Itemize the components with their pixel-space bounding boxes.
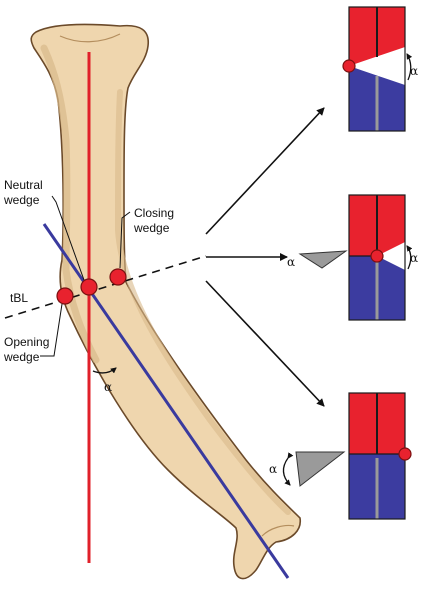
tibial-shaft-axis-blue-line — [42, 223, 290, 579]
closing-panel-hinge-marker — [342, 59, 356, 73]
neutral-panel-wedge-alpha-label: α — [287, 255, 295, 269]
closing-wedge-label-line2: wedge — [133, 221, 170, 235]
opening-wedge-label-line1: Opening — [4, 335, 49, 349]
closing-panel-alpha-label: α — [410, 64, 418, 78]
bone-shading-right — [114, 89, 291, 515]
opening-panel-alpha-label: α — [269, 462, 277, 476]
neutral-wedge-label-line2: wedge — [3, 193, 40, 207]
closing-wedge-label-line1: Closing — [134, 206, 174, 220]
opening-wedge-marker — [56, 287, 74, 305]
tbl-dashed-line — [4, 255, 207, 319]
opening-wedge-label-line2: wedge — [3, 350, 40, 364]
neutral-wedge-panel: α α — [287, 194, 418, 321]
opening-panel-hinge-marker — [398, 447, 412, 461]
opening-panel-wedge — [295, 451, 346, 487]
bone-alpha-label: α — [104, 380, 112, 394]
neutral-wedge-leader — [51, 195, 85, 281]
closing-wedge-marker — [109, 268, 127, 286]
neutral-panel-hinge-marker — [370, 249, 384, 263]
tbl-label: tBL — [10, 291, 28, 305]
opening-panel-angle-arrow — [282, 452, 294, 486]
neutral-panel-wedge — [298, 250, 348, 269]
neutral-wedge-marker — [80, 278, 98, 296]
arrow-to-opening-panel — [205, 280, 325, 407]
closing-wedge-leader — [119, 211, 131, 269]
neutral-panel-alpha-label: α — [410, 251, 418, 265]
opening-wedge-panel: α — [269, 392, 412, 520]
neutral-panel-angle-arrow — [406, 245, 413, 270]
bone-angle-arc — [92, 367, 117, 374]
bone-head-detail — [59, 33, 121, 43]
opening-wedge-leader — [40, 303, 63, 357]
neutral-panel-outline — [348, 194, 406, 321]
arrow-to-closing-panel — [205, 107, 325, 235]
bone-shading-left — [40, 44, 100, 364]
neutral-wedge-label-line1: Neutral — [4, 178, 43, 192]
bone-malleolus-detail — [261, 524, 295, 537]
closing-wedge-panel: α — [342, 6, 418, 132]
closing-panel-angle-arrow — [406, 53, 413, 81]
